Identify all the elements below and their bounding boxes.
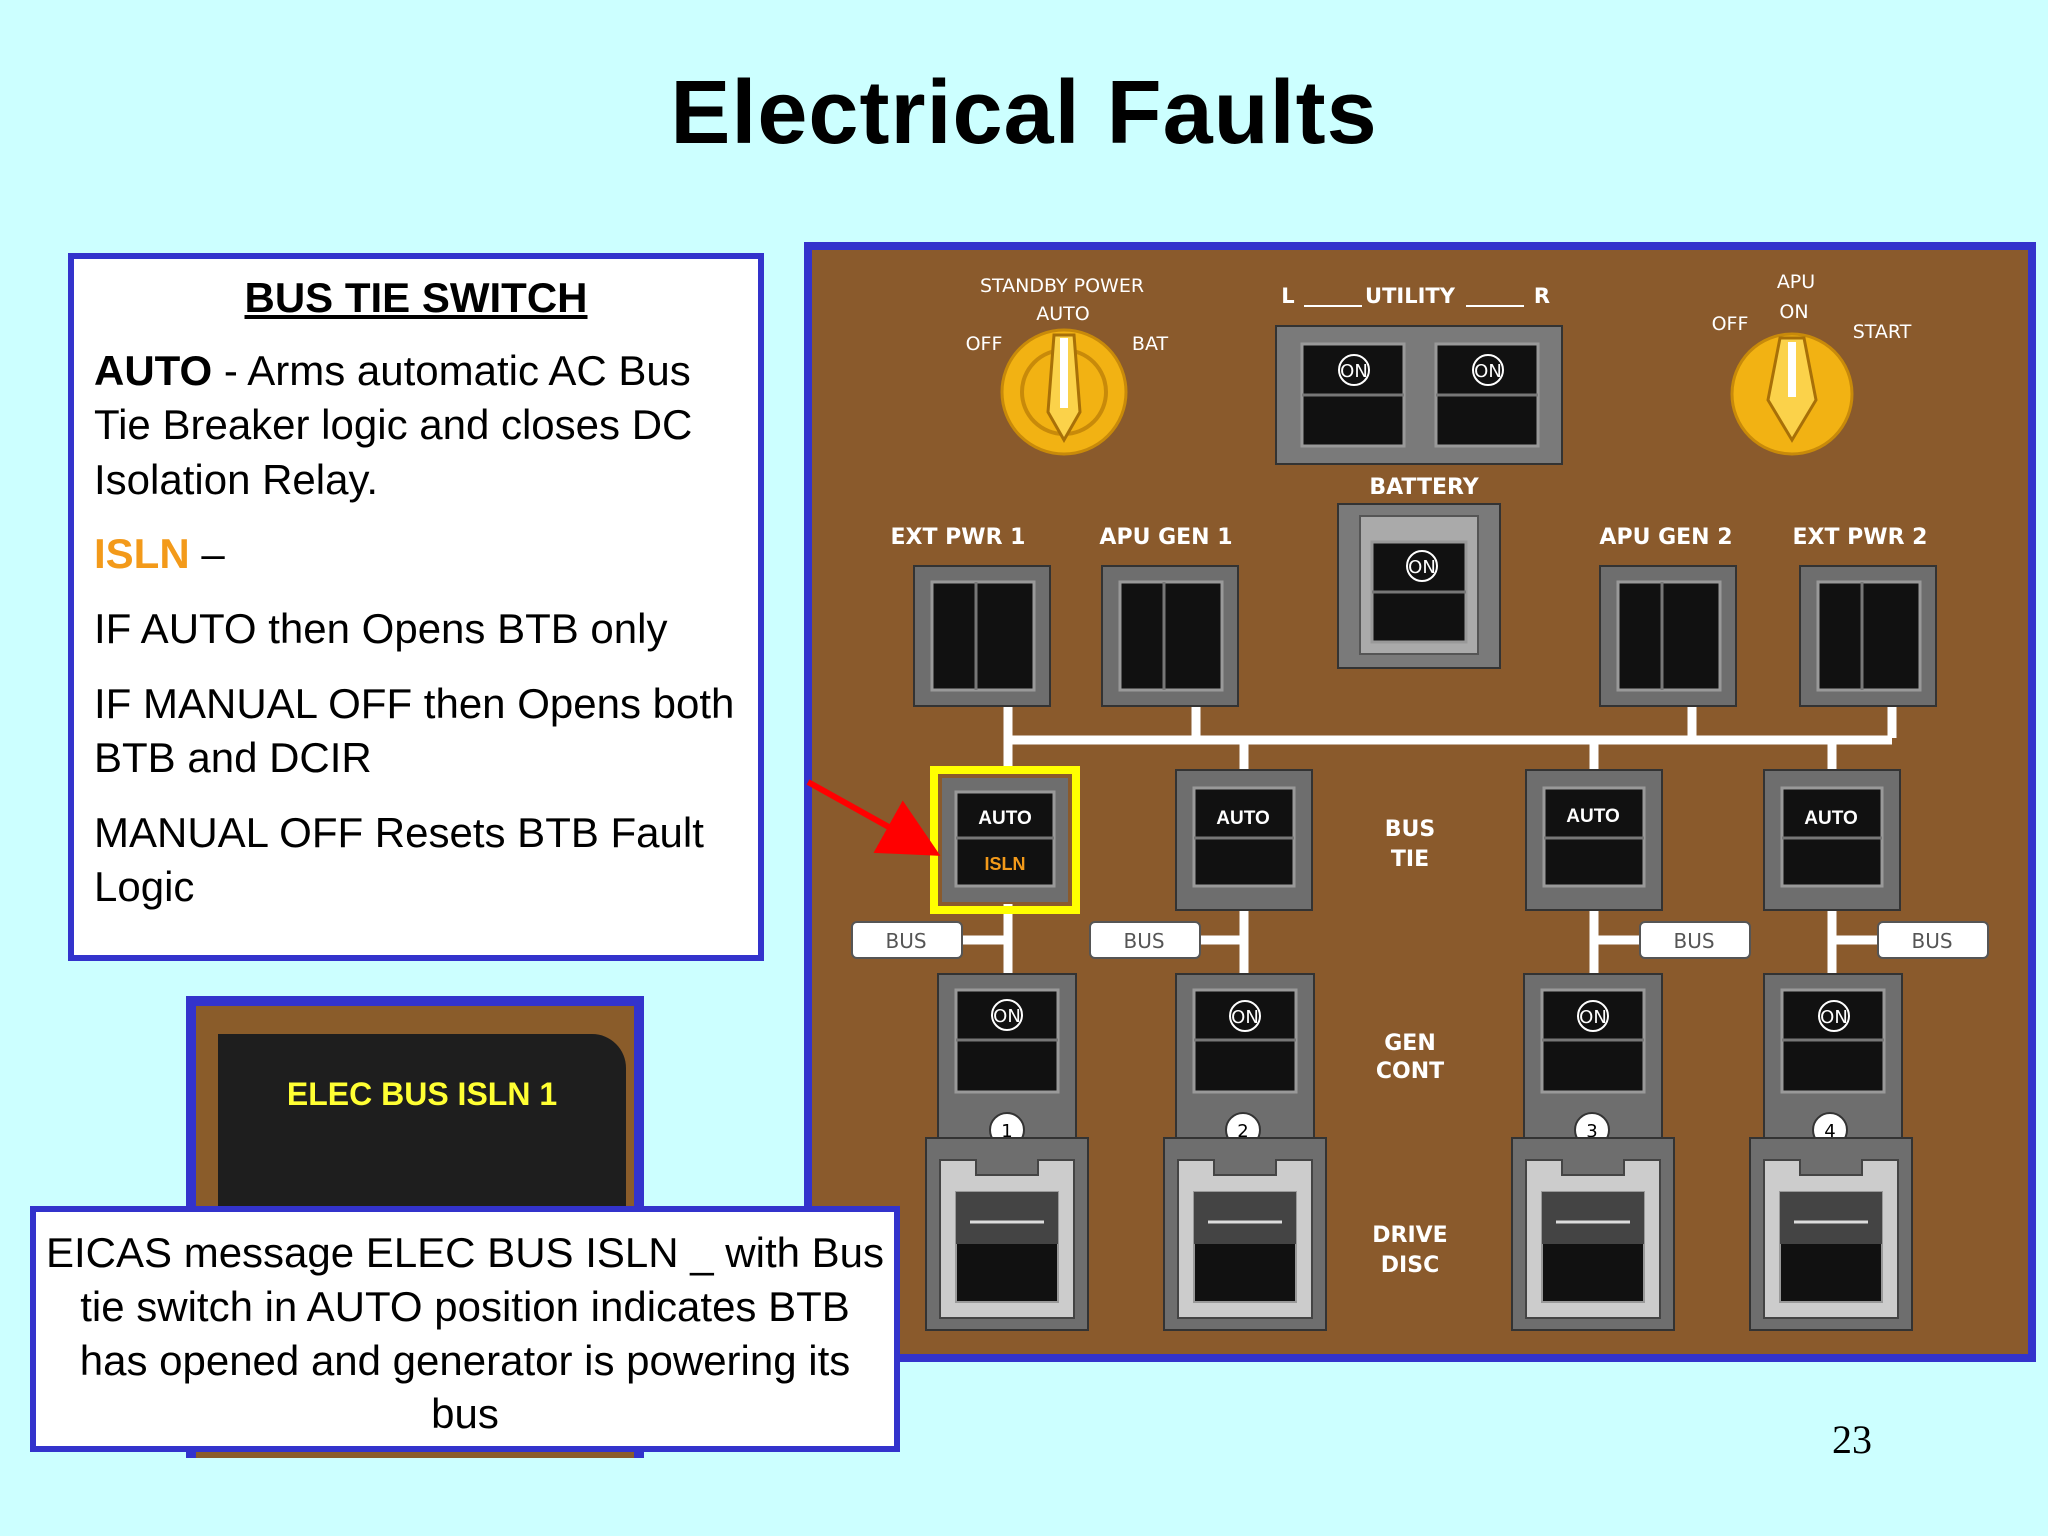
info-line-2: IF MANUAL OFF then Opens both BTB and DC… — [94, 679, 735, 782]
bus-label-4: BUS — [1911, 929, 1952, 953]
info-heading: BUS TIE SWITCH — [244, 274, 588, 321]
gen-2-number: 2 — [1237, 1121, 1248, 1142]
apu-gen-1-switch[interactable] — [1118, 580, 1224, 692]
gen-cont-label-2: CONT — [1376, 1059, 1444, 1084]
auto-term: AUTO — [94, 346, 213, 394]
bus-tie-1-auto: AUTO — [978, 808, 1031, 829]
apu-gen-2-switch[interactable] — [1616, 580, 1722, 692]
standby-power-label: STANDBY POWER — [980, 275, 1144, 297]
bus-tie-label-2: TIE — [1391, 847, 1429, 872]
utility-switches: L UTILITY R ON ON — [1275, 284, 1563, 465]
bus-tie-2-auto: AUTO — [1216, 808, 1269, 829]
eicas-message: ELEC BUS ISLN 1 — [286, 1076, 558, 1112]
apu-gen-1-label: APU GEN 1 — [1099, 525, 1232, 550]
standby-bat-label: BAT — [1132, 333, 1169, 355]
apu-gen-2-label: APU GEN 2 — [1599, 525, 1732, 550]
standby-auto-label: AUTO — [1036, 303, 1089, 325]
gen-cont-2-on: ON — [1231, 1007, 1259, 1028]
pointer-arrow-icon — [806, 779, 941, 856]
gen-cont-4-on: ON — [1820, 1007, 1848, 1028]
gen-3-number: 3 — [1586, 1121, 1597, 1142]
info-line-3: MANUAL OFF Resets BTB Fault Logic — [94, 808, 704, 911]
ext-pwr-1-label: EXT PWR 1 — [891, 525, 1026, 550]
auto-text: - Arms automatic AC Bus Tie Breaker logi… — [94, 346, 693, 503]
gen-cont-3-on: ON — [1579, 1007, 1607, 1028]
battery-on: ON — [1408, 557, 1436, 578]
utility-left-on: ON — [1340, 361, 1368, 382]
bus-tie-1-isln: ISLN — [984, 854, 1025, 874]
gen-cont-switches: GEN CONT ON 1 ON 2 ON 3 ON 4 — [937, 973, 1903, 1148]
gen-cont-1-on: ON — [993, 1006, 1021, 1027]
bus-label-2: BUS — [1123, 929, 1164, 953]
info-line-1: IF AUTO then Opens BTB only — [94, 604, 668, 652]
apu-start-label: START — [1853, 321, 1912, 343]
bus-tie-3-auto: AUTO — [1566, 806, 1619, 827]
apu-on-label: ON — [1779, 301, 1808, 323]
utility-title: UTILITY — [1365, 284, 1456, 308]
standby-power-selector[interactable]: STANDBY POWER AUTO OFF BAT — [966, 275, 1169, 456]
bus-wiring — [962, 702, 1897, 974]
power-source-switches: EXT PWR 1 APU GEN 1 APU GEN 2 EXT PWR 2 — [891, 525, 1937, 707]
ext-pwr-1-switch[interactable] — [930, 580, 1036, 692]
apu-label: APU — [1777, 271, 1815, 293]
utility-right-on: ON — [1474, 361, 1502, 382]
page-number: 23 — [1832, 1417, 1872, 1462]
gen-cont-label-1: GEN — [1384, 1031, 1436, 1056]
gen-1-number: 1 — [1001, 1121, 1012, 1142]
gen-4-number: 4 — [1824, 1121, 1835, 1142]
drive-disc-switches: DRIVE DISC — [925, 1137, 1913, 1331]
isln-dash: – — [189, 530, 225, 578]
bus-tie-label-1: BUS — [1385, 817, 1435, 842]
battery-label: BATTERY — [1369, 475, 1479, 500]
bus-labels: BUS BUS BUS BUS — [851, 921, 1989, 959]
bus-tie-switches: BUS TIE AUTO ISLN AUTO AUTO AUTO — [930, 766, 1901, 914]
bus-tie-4-auto: AUTO — [1804, 808, 1857, 829]
standby-off-label: OFF — [966, 333, 1003, 355]
ext-pwr-2-switch[interactable] — [1816, 580, 1922, 692]
drive-disc-label-1: DRIVE — [1372, 1223, 1447, 1248]
auto-description: AUTO - Arms automatic AC Bus Tie Breaker… — [94, 344, 738, 508]
isln-line: ISLN – — [94, 527, 738, 582]
bus-label-3: BUS — [1673, 929, 1714, 953]
battery-switch-group: BATTERY ON — [1337, 475, 1501, 669]
isln-term: ISLN — [94, 530, 190, 578]
bus-label-1: BUS — [885, 929, 926, 953]
eicas-note-box: EICAS message ELEC BUS ISLN _ with Bus t… — [30, 1206, 900, 1452]
bus-tie-info-box: BUS TIE SWITCH AUTO - Arms automatic AC … — [68, 253, 764, 961]
page-title: Electrical Faults — [670, 63, 1378, 163]
utility-r-label: R — [1534, 284, 1550, 308]
utility-l-label: L — [1281, 284, 1294, 308]
apu-off-label: OFF — [1712, 313, 1749, 335]
drive-disc-label-2: DISC — [1381, 1253, 1439, 1278]
apu-selector[interactable]: APU ON OFF START — [1712, 271, 1912, 456]
ext-pwr-2-label: EXT PWR 2 — [1793, 525, 1928, 550]
